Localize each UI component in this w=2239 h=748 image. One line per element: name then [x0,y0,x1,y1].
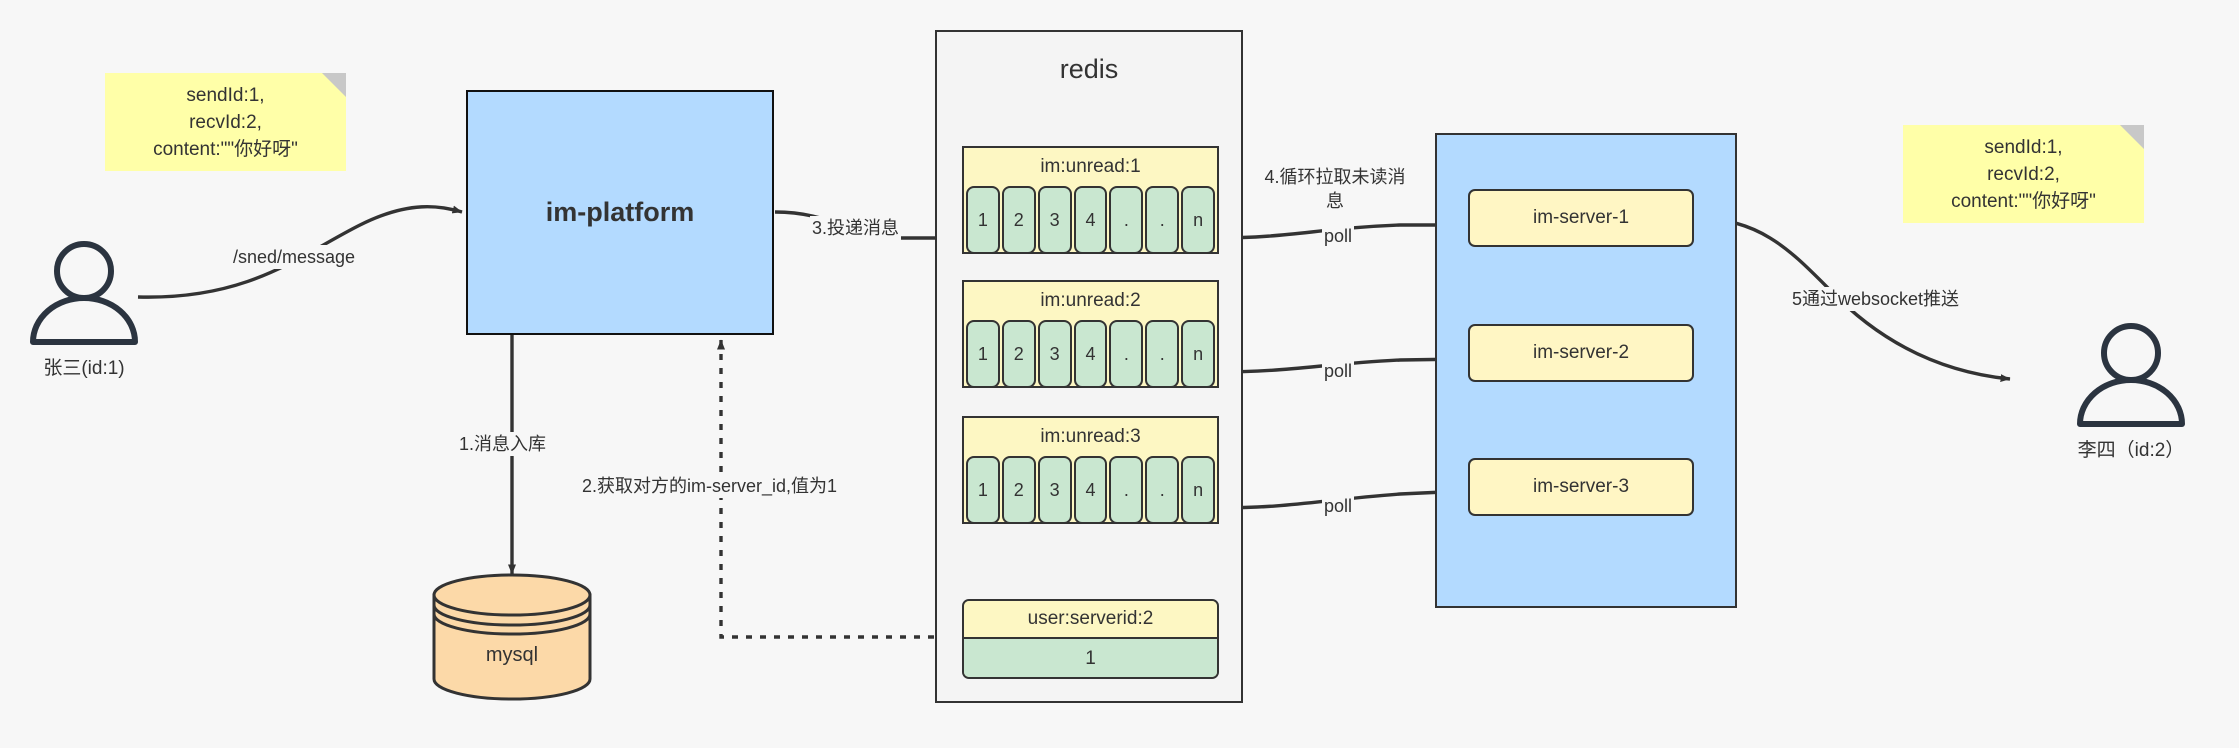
note-right-message-payload: sendId:1, recvId:2, content:""你好呀" [1903,125,2144,223]
mysql-label: mysql [485,643,539,666]
note-fold-icon [322,73,346,97]
note-left-message-payload: sendId:1, recvId:2, content:""你好呀" [105,73,346,171]
redis-key-name-2: im:unread:2 [1040,290,1141,311]
database-cylinder-icon [432,573,592,701]
im-platform-label: im-platform [545,197,695,227]
redis-cell: 4 [1073,456,1108,524]
actor-sender-label: 张三(id:1) [43,358,125,379]
redis-cell: n [1181,186,1216,254]
redis-cell: 4 [1073,320,1108,388]
redis-kv-user-serverid[interactable]: user:serverid:2 1 [962,599,1219,679]
redis-cell: 3 [1037,456,1072,524]
im-server-3-box[interactable]: im-server-3 [1468,458,1694,516]
redis-cell: 3 [1037,186,1072,254]
redis-kv-value: 1 [964,637,1217,677]
im-server-2-box[interactable]: im-server-2 [1468,324,1694,382]
edge-label-step1: 1.消息入库 [457,432,549,456]
redis-cell: 2 [1001,456,1036,524]
im-server-2-label: im-server-2 [1532,342,1630,363]
redis-key-group-1[interactable]: im:unread:1 1 2 3 4 . . n [962,146,1219,254]
edge-label-send-message: /sned/message [231,245,358,269]
redis-cell: 1 [966,186,1000,254]
edge-label-poll-2: poll [1322,359,1355,383]
redis-cells-2: 1 2 3 4 . . n [964,320,1217,388]
redis-cell: n [1181,456,1216,524]
redis-cell: . [1109,320,1144,388]
edge-label-step4: 4.循环拉取未读消 息 [1258,165,1412,213]
redis-cell: . [1145,320,1180,388]
redis-cell: . [1145,186,1180,254]
im-platform-box[interactable]: im-platform [466,90,774,335]
edge-label-step2: 2.获取对方的im-server_id,值为1 [580,474,840,498]
redis-key-name-1: im:unread:1 [1040,156,1141,177]
redis-cell: 2 [1001,320,1036,388]
redis-title: redis [1059,54,1119,84]
redis-cell: . [1109,456,1144,524]
edge-label-step5: 5通过websocket推送 [1790,287,1962,311]
redis-cell: n [1181,320,1216,388]
redis-key-name-3: im:unread:3 [1040,426,1141,447]
edge-label-poll-3: poll [1322,494,1355,518]
redis-cell: 2 [1001,186,1036,254]
person-icon [2077,323,2185,427]
redis-cell: 3 [1037,320,1072,388]
actor-sender: 张三(id:1) [23,238,145,380]
im-server-1-label: im-server-1 [1532,207,1630,228]
im-server-1-box[interactable]: im-server-1 [1468,189,1694,247]
redis-cell: 1 [966,320,1000,388]
redis-cell: . [1145,456,1180,524]
person-icon [30,241,138,345]
redis-cell: . [1109,186,1144,254]
redis-key-group-3[interactable]: im:unread:3 1 2 3 4 . . n [962,416,1219,524]
note-fold-icon [2120,125,2144,149]
note-left-text: sendId:1, recvId:2, content:""你好呀" [153,84,298,160]
note-right-text: sendId:1, recvId:2, content:""你好呀" [1951,136,2096,212]
redis-cells-3: 1 2 3 4 . . n [964,456,1217,524]
actor-receiver: 李四（id:2） [2070,320,2192,462]
im-server-3-label: im-server-3 [1532,476,1630,497]
edge-label-step3: 3.投递消息 [810,216,902,240]
redis-cell: 4 [1073,186,1108,254]
redis-kv-key: user:serverid:2 [964,601,1217,637]
mysql-datastore[interactable]: mysql [430,573,594,701]
redis-key-group-2[interactable]: im:unread:2 1 2 3 4 . . n [962,280,1219,388]
actor-receiver-label: 李四（id:2） [2077,440,2185,461]
redis-container: redis im:unread:1 1 2 3 4 . . n im:unrea… [935,30,1243,703]
redis-cells-1: 1 2 3 4 . . n [964,186,1217,254]
redis-cell: 1 [966,456,1000,524]
edge-label-poll-1: poll [1322,224,1355,248]
